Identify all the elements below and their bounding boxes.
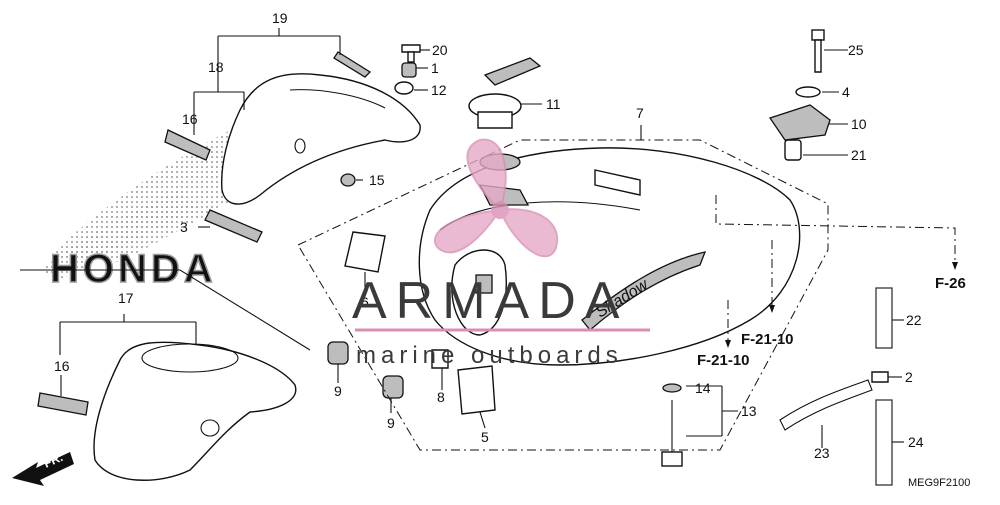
- mount-cover-lower: [20, 269, 311, 481]
- callout-1: 1: [431, 60, 439, 76]
- fuel-cap: [468, 57, 542, 129]
- callout-2: 2: [905, 369, 913, 385]
- honda-logo-text: HONDA: [50, 247, 217, 291]
- callout-16-lower: 16: [54, 358, 70, 374]
- tank-emblem-shape: [581, 251, 707, 331]
- fuel-unit: [661, 383, 683, 467]
- callout-6: 6: [361, 294, 369, 310]
- leader-lines: [59, 28, 904, 448]
- callout-5: 5: [481, 429, 489, 445]
- ref-f-21-10-lower: F-21-10: [697, 352, 750, 369]
- callout-3: 3: [180, 219, 188, 235]
- ref-f-21-10-upper: F-21-10: [741, 331, 794, 348]
- callout-24: 24: [908, 434, 924, 450]
- armada-watermark: ARMADA marine outboards: [352, 138, 650, 369]
- callout-numbers: 19 18 16 3 20 1 12 15 11 7 25 4 10 21 17…: [54, 10, 924, 461]
- assembly-boundary: [297, 139, 829, 451]
- callout-21: 21: [851, 147, 867, 163]
- callout-18: 18: [208, 59, 224, 75]
- callout-16-upper: 16: [182, 111, 198, 127]
- watermark-tagline: marine outboards: [356, 342, 623, 369]
- decals-and-dampers: [327, 231, 496, 415]
- callout-13: 13: [741, 403, 757, 419]
- callout-14: 14: [695, 380, 711, 396]
- callout-15: 15: [369, 172, 385, 188]
- callout-22: 22: [906, 312, 922, 328]
- callout-25: 25: [848, 42, 864, 58]
- callout-9-left: 9: [334, 383, 342, 399]
- callout-7: 7: [636, 105, 644, 121]
- callout-4: 4: [842, 84, 850, 100]
- front-direction-arrow: FR.: [12, 450, 74, 486]
- hose-routing-line: [715, 195, 956, 262]
- small-fasteners: [340, 44, 421, 187]
- fuel-tank: Shadow: [418, 147, 801, 366]
- callout-17: 17: [118, 290, 134, 306]
- watermark-brand: ARMADA: [352, 272, 628, 330]
- propeller-logo: [434, 138, 558, 258]
- fuel-hoses: [779, 287, 893, 486]
- diagram-code: MEG9F2100: [908, 477, 970, 489]
- callout-9-right: 9: [387, 415, 395, 431]
- callout-10: 10: [851, 116, 867, 132]
- callout-19: 19: [272, 10, 288, 26]
- callout-23: 23: [814, 445, 830, 461]
- callout-8: 8: [437, 389, 445, 405]
- mount-cover-upper: [164, 51, 421, 243]
- tank-mount-parts: [768, 29, 831, 161]
- callout-20: 20: [432, 42, 448, 58]
- callout-11: 11: [546, 96, 561, 112]
- callout-12: 12: [431, 82, 447, 98]
- ref-f-26: F-26: [935, 275, 966, 292]
